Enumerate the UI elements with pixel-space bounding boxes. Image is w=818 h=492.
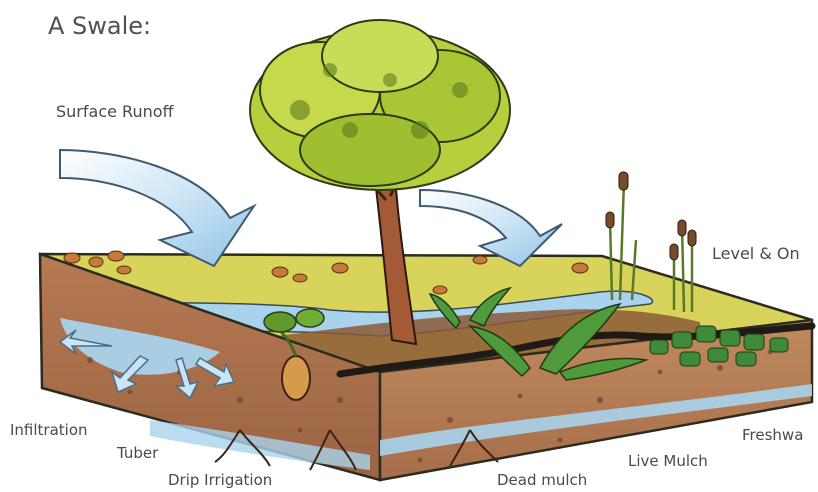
diagram-title: A Swale:: [48, 14, 151, 38]
label-live-mulch: Live Mulch: [628, 454, 708, 469]
label-infiltration: Infiltration: [10, 423, 88, 438]
label-dead-mulch: Dead mulch: [497, 473, 587, 488]
runoff-arrow-left: [60, 150, 254, 266]
label-drip-irrigation: Drip Irrigation: [168, 473, 272, 488]
label-level-on: Level & On: [712, 246, 800, 262]
label-freshwater: Freshwa: [742, 428, 803, 443]
tree-canopy: [250, 20, 510, 190]
label-tuber: Tuber: [117, 446, 158, 461]
label-surface-runoff: Surface Runoff: [56, 104, 174, 120]
